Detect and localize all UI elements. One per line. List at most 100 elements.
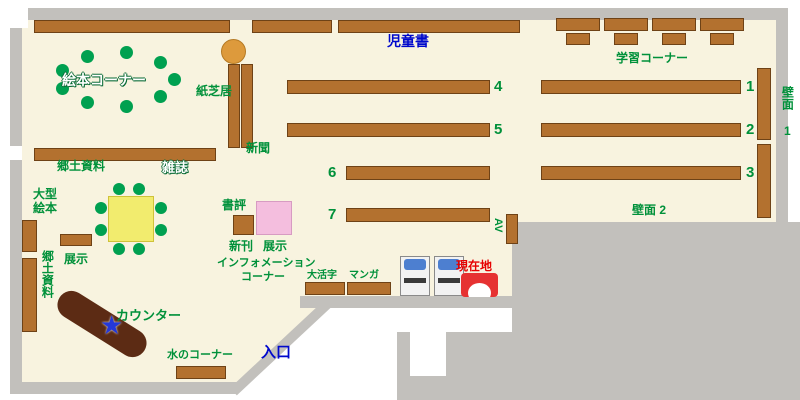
bookshelf-2 bbox=[541, 123, 741, 137]
study-desk bbox=[700, 18, 744, 31]
bookshelf-7 bbox=[346, 208, 490, 222]
label-av: AV bbox=[492, 218, 505, 233]
label-information-2: コーナー bbox=[241, 271, 285, 283]
chair-icon bbox=[81, 96, 94, 109]
star-icon: ★ bbox=[100, 310, 124, 340]
machine-slot bbox=[404, 278, 426, 283]
label-study-corner: 学習コーナー bbox=[616, 51, 689, 65]
chair-icon bbox=[155, 224, 167, 236]
copy-machine bbox=[400, 256, 430, 296]
bookshelf-5 bbox=[287, 123, 490, 137]
study-desk bbox=[604, 18, 648, 31]
label-magazines: 雑誌 bbox=[162, 160, 189, 175]
study-desk bbox=[556, 18, 600, 31]
label-picture-book-corner: 絵本コーナー bbox=[62, 72, 146, 88]
bookshelf bbox=[338, 20, 520, 33]
bookshelf bbox=[228, 64, 240, 148]
label-wall-1: 壁面 1 bbox=[780, 86, 795, 138]
chair-icon bbox=[95, 202, 107, 214]
bookshelf-4 bbox=[287, 80, 490, 94]
copy-machine bbox=[434, 256, 464, 296]
machine-slot bbox=[438, 278, 460, 283]
label-large-picture-books: 大型絵本 bbox=[33, 187, 58, 216]
label-newspaper: 新聞 bbox=[246, 141, 271, 155]
chair-icon bbox=[168, 73, 181, 86]
label-water-corner: 水のコーナー bbox=[167, 349, 233, 361]
bookshelf bbox=[252, 20, 332, 33]
study-bench bbox=[614, 33, 638, 45]
label-manga: マンガ bbox=[349, 270, 379, 281]
wall-bottom-left bbox=[10, 382, 238, 394]
label-display-center: 展示 bbox=[263, 239, 288, 253]
shelf-number-7: 7 bbox=[328, 206, 337, 223]
marker-smile-icon bbox=[468, 283, 491, 297]
machine-seat bbox=[404, 259, 426, 270]
bookshelf bbox=[757, 68, 771, 140]
bookshelf bbox=[757, 144, 771, 218]
label-book-review: 書評 bbox=[222, 198, 247, 212]
study-bench bbox=[662, 33, 686, 45]
shelf-number-2: 2 bbox=[746, 121, 755, 138]
manga-shelf bbox=[347, 282, 391, 295]
study-bench bbox=[566, 33, 590, 45]
reading-table bbox=[108, 196, 154, 242]
bookshelf bbox=[22, 258, 37, 332]
label-counter: カウンター bbox=[116, 308, 182, 323]
shelf-number-1: 1 bbox=[746, 78, 755, 95]
label-display-small: 展示 bbox=[64, 252, 89, 266]
current-location-marker bbox=[461, 273, 498, 297]
display-shelf bbox=[60, 234, 92, 246]
label-wall-2: 壁面 2 bbox=[632, 203, 667, 217]
chair-icon bbox=[81, 50, 94, 63]
bookshelf bbox=[22, 220, 37, 252]
chair-icon bbox=[56, 64, 69, 77]
bookshelf bbox=[34, 148, 216, 161]
bookshelf-3 bbox=[541, 166, 741, 180]
wall-top bbox=[10, 8, 788, 20]
wall-gap-left bbox=[10, 146, 22, 160]
label-new-arrivals: 新刊 bbox=[229, 239, 254, 253]
chair-icon bbox=[155, 202, 167, 214]
display-table bbox=[256, 201, 292, 235]
label-local-materials-side: 郷土資料 bbox=[40, 250, 55, 298]
stool-icon bbox=[221, 39, 246, 64]
wall-right bbox=[776, 8, 788, 230]
label-information-1: インフォメーション bbox=[217, 257, 316, 269]
large-print-shelf bbox=[305, 282, 345, 295]
av-shelf bbox=[506, 214, 518, 244]
chair-icon bbox=[95, 224, 107, 236]
shelf-number-5: 5 bbox=[494, 121, 503, 138]
label-kamishibai: 紙芝居 bbox=[196, 84, 233, 98]
study-bench bbox=[710, 33, 734, 45]
wall-gap-corner bbox=[0, 0, 28, 28]
bookshelf-1 bbox=[541, 80, 741, 94]
bookshelf-6 bbox=[346, 166, 490, 180]
chair-icon bbox=[120, 46, 133, 59]
label-local-materials: 郷土資料 bbox=[57, 159, 106, 173]
chair-icon bbox=[154, 56, 167, 69]
label-children-books: 児童書 bbox=[387, 33, 429, 49]
chair-icon bbox=[120, 100, 133, 113]
label-large-print: 大活字 bbox=[307, 270, 337, 281]
wall-mid-bottom bbox=[300, 296, 515, 308]
bookshelf bbox=[241, 64, 253, 148]
label-entrance: 入口 bbox=[261, 344, 292, 361]
water-corner-shelf bbox=[176, 366, 226, 379]
machine-seat bbox=[438, 259, 460, 270]
wall-left bbox=[10, 8, 22, 394]
label-current-location: 現在地 bbox=[456, 259, 493, 273]
study-desk bbox=[652, 18, 696, 31]
chair-icon bbox=[133, 183, 145, 195]
block-bottom-right bbox=[512, 222, 800, 400]
chair-icon bbox=[133, 243, 145, 255]
shelf-number-4: 4 bbox=[494, 78, 503, 95]
shelf-number-6: 6 bbox=[328, 164, 337, 181]
chair-icon bbox=[113, 243, 125, 255]
shelf-number-3: 3 bbox=[746, 164, 755, 181]
book-review-table bbox=[233, 215, 254, 235]
bookshelf bbox=[34, 20, 230, 33]
chair-icon bbox=[154, 90, 167, 103]
chair-icon bbox=[113, 183, 125, 195]
stairs-notch bbox=[410, 332, 446, 376]
